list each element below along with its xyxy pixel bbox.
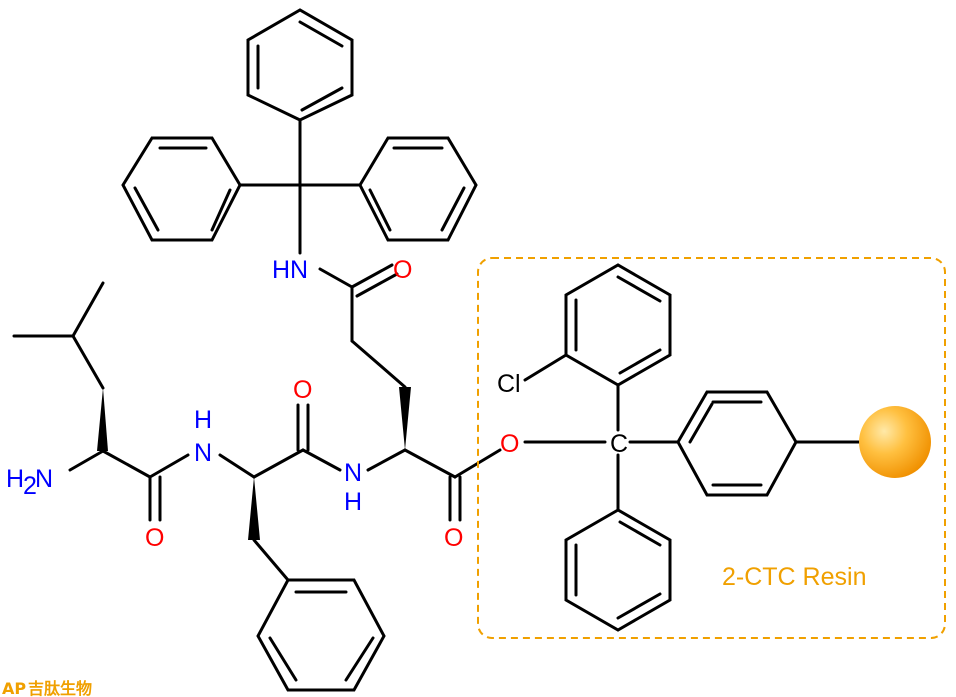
glutamine-residue — [318, 263, 502, 522]
amide2-h-label: H — [344, 488, 362, 516]
watermark-logo: AP — [2, 679, 26, 697]
phenylalanine-residue — [218, 403, 386, 692]
ester-link-o-label: O — [500, 430, 519, 458]
ester-carbonyl-o-label: O — [444, 524, 463, 552]
trityl-hn-label: HN — [272, 256, 308, 284]
ctc-linker — [523, 263, 862, 632]
amide2-n-label: N — [344, 459, 362, 487]
resin-label: 2-CTC Resin — [722, 563, 866, 591]
central-carbon-label: C — [610, 430, 628, 458]
amide2-o-label: O — [293, 376, 312, 404]
trityl-group — [121, 8, 478, 255]
amide1-o-label: O — [145, 524, 164, 552]
leucine-residue — [12, 281, 190, 522]
resin-bead — [859, 406, 931, 478]
amine-h-label: H — [6, 465, 24, 493]
amide1-n-label: N — [194, 439, 212, 467]
amide1-h-label: H — [194, 406, 212, 434]
chlorine-label: Cl — [497, 370, 521, 398]
resin-region-box — [477, 257, 946, 639]
watermark-text: 吉肽生物 — [28, 679, 92, 697]
amine-n-label: N — [35, 465, 53, 493]
side-chain-o-label: O — [393, 256, 412, 284]
amine-subscript-label: 2 — [23, 472, 37, 500]
